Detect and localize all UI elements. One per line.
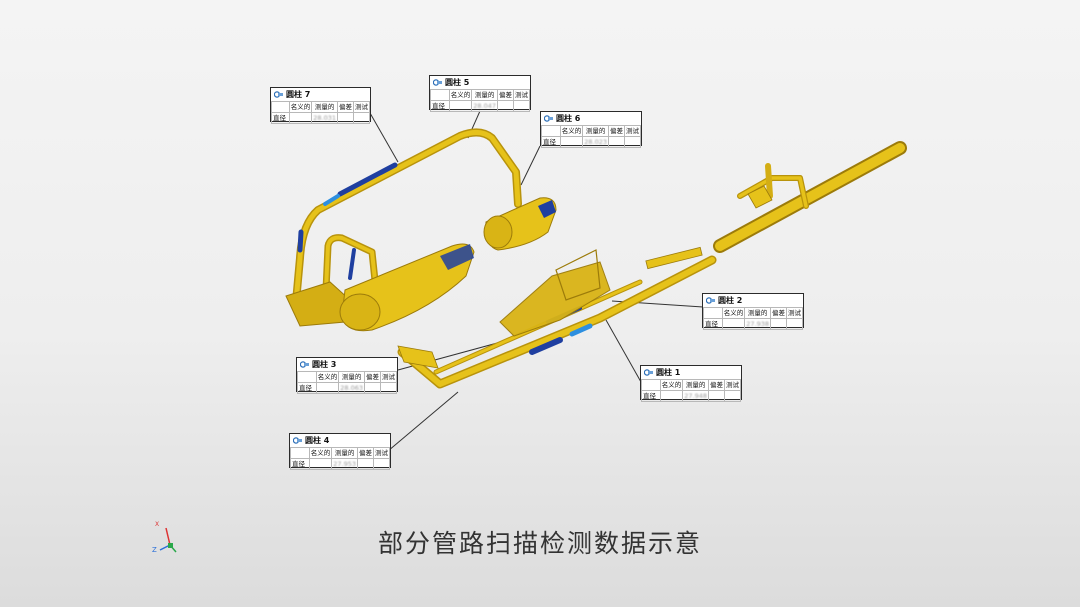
header-measured: 测量的	[744, 307, 771, 319]
header-test: 测试	[353, 101, 370, 113]
header-deviation: 偏差	[608, 125, 625, 137]
row-label-diameter: 直径	[290, 458, 310, 470]
header-measured: 测量的	[338, 371, 365, 383]
header-nominal: 名义的	[308, 447, 333, 459]
cylinder-icon	[643, 369, 653, 376]
header-deviation: 偏差	[770, 307, 787, 319]
header-test: 测试	[373, 447, 390, 459]
measured-value: 27.948	[682, 390, 709, 402]
annotation-title: 圆柱 5	[445, 77, 470, 87]
header-measured: 测量的	[331, 447, 358, 459]
annotation-title: 圆柱 4	[305, 435, 330, 445]
measured-value: 28.063	[338, 382, 365, 394]
cylinder-icon	[273, 91, 283, 98]
cylinder-icon	[432, 79, 442, 86]
lower-pipe-system	[397, 141, 907, 389]
axis-z-label: Z	[152, 546, 157, 554]
header-measured: 测量的	[471, 89, 498, 101]
annotation-title: 圆柱 3	[312, 359, 337, 369]
slide-caption: 部分管路扫描检测数据示意	[377, 529, 702, 558]
measured-value: 27.938	[744, 318, 771, 330]
annotation-title: 圆柱 2	[718, 295, 743, 305]
header-measured: 测量的	[582, 125, 609, 137]
annotation-cylinder-1[interactable]: 圆柱 1 名义的测量的偏差测试 直径 27.948	[640, 365, 742, 402]
row-label-diameter: 直径	[703, 318, 723, 330]
cylinder-icon	[292, 437, 302, 444]
annotation-cylinder-7[interactable]: 圆柱 7 名义的测量的偏差测试 直径 28.031	[270, 87, 371, 124]
annotation-cylinder-6[interactable]: 圆柱 6 名义的测量的偏差测试 直径 28.023	[540, 111, 642, 148]
header-measured: 测量的	[311, 101, 338, 113]
axis-x-label: X	[155, 521, 159, 528]
header-nominal: 名义的	[315, 371, 340, 383]
row-label-diameter: 直径	[541, 136, 561, 148]
header-test: 测试	[624, 125, 641, 137]
row-label-diameter: 直径	[641, 390, 661, 402]
header-nominal: 名义的	[288, 101, 313, 113]
annotation-cylinder-3[interactable]: 圆柱 3 名义的测量的偏差测试 直径 28.063	[296, 357, 398, 394]
annotation-title: 圆柱 7	[286, 89, 311, 99]
header-test: 测试	[786, 307, 803, 319]
header-test: 测试	[513, 89, 530, 101]
annotation-cylinder-4[interactable]: 圆柱 4 名义的测量的偏差测试 直径 27.953	[289, 433, 391, 470]
lower-frames	[397, 185, 773, 369]
header-deviation: 偏差	[708, 379, 725, 391]
row-label-diameter: 直径	[271, 112, 290, 124]
row-label-diameter: 直径	[297, 382, 317, 394]
header-deviation: 偏差	[357, 447, 374, 459]
measured-value: 27.953	[331, 458, 358, 470]
annotation-title: 圆柱 1	[656, 367, 681, 377]
annotation-cylinder-5[interactable]: 圆柱 5 名义的测量的偏差测试 直径 28.047	[429, 75, 531, 112]
axis-triad: X Z	[152, 521, 177, 554]
upper-pipe-system	[292, 128, 522, 306]
header-nominal: 名义的	[721, 307, 746, 319]
cylinder-icon	[543, 115, 553, 122]
upper-tanks	[285, 197, 557, 332]
header-deviation: 偏差	[497, 89, 514, 101]
row-label-diameter: 直径	[430, 100, 450, 112]
cylinder-icon	[705, 297, 715, 304]
measured-value: 28.031	[311, 112, 338, 124]
annotation-cylinder-2[interactable]: 圆柱 2 名义的测量的偏差测试 直径 27.938	[702, 293, 804, 330]
header-deviation: 偏差	[364, 371, 381, 383]
header-deviation: 偏差	[337, 101, 354, 113]
cylinder-icon	[299, 361, 309, 368]
header-nominal: 名义的	[559, 125, 584, 137]
header-test: 测试	[724, 379, 741, 391]
measured-value: 28.023	[582, 136, 609, 148]
header-test: 测试	[380, 371, 397, 383]
header-measured: 测量的	[682, 379, 709, 391]
header-nominal: 名义的	[448, 89, 473, 101]
annotation-title: 圆柱 6	[556, 113, 581, 123]
header-nominal: 名义的	[659, 379, 684, 391]
measured-value: 28.047	[471, 100, 498, 112]
